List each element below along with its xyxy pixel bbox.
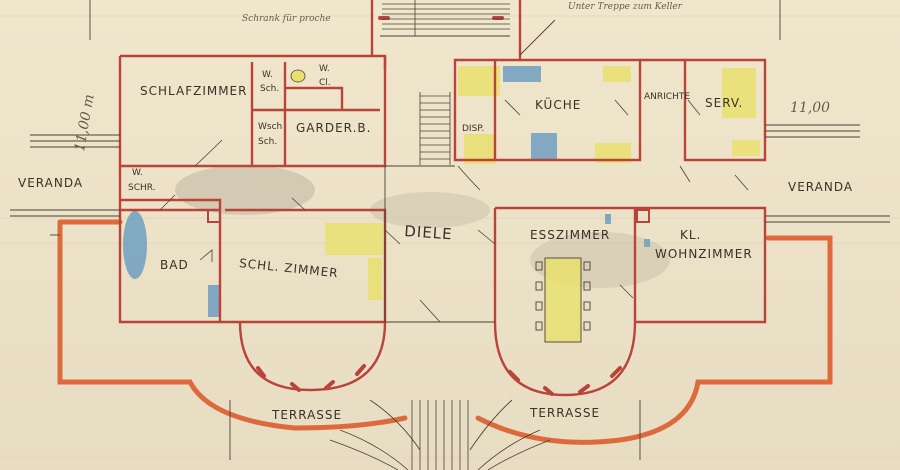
chimneys — [207, 209, 650, 223]
room-label-kl: KL. — [680, 228, 702, 242]
blue-washes — [123, 66, 650, 317]
stairs-top — [382, 0, 510, 36]
room-label-wohnzimmer: WOHNZIMMER — [655, 247, 753, 261]
room-label-esszimmer: ESSZIMMER — [530, 228, 611, 242]
room-label-garderobe: GARDER.B. — [296, 121, 372, 135]
room-label-schlafzimmer: SCHLAFZIMMER — [140, 84, 248, 98]
room-label-wcl-2: Cl. — [319, 78, 331, 88]
label-veranda-right: VERANDA — [788, 180, 854, 194]
room-label-wschr-2: SCHR. — [128, 183, 156, 193]
label-terrasse-right: TERRASSE — [530, 406, 601, 420]
room-label-wcl: W. — [319, 64, 330, 74]
room-label-bad: BAD — [160, 258, 189, 272]
room-label-sch-small: Sch. — [258, 137, 278, 147]
room-label-serv: SERV. — [705, 96, 744, 110]
room-label-wsch-small: Wsch — [258, 122, 283, 132]
pencil-lines — [10, 0, 890, 460]
label-veranda-left: VERANDA — [18, 176, 84, 190]
room-label-anrichte: ANRICHTE — [644, 92, 691, 102]
room-label-kueche: KÜCHE — [535, 98, 582, 112]
label-terrasse-left: TERRASSE — [272, 408, 343, 422]
dining-table — [535, 257, 591, 343]
room-label-wschr: W. — [132, 168, 143, 178]
door-swings — [159, 99, 749, 323]
room-label-diele: DIELE — [403, 222, 454, 244]
note-schrank: Schrank für proche — [242, 14, 331, 24]
paper-rules — [0, 15, 900, 459]
dimension-right: 11,00 — [790, 100, 831, 116]
note-treppe: Unter Treppe zum Keller — [568, 2, 682, 12]
terrace-outline — [57, 219, 833, 445]
bay-windows — [238, 321, 637, 397]
room-label-wsch-2: Sch. — [260, 84, 280, 94]
interior-stair — [419, 92, 451, 165]
wc-bowl — [290, 69, 306, 83]
window-marks — [256, 16, 622, 396]
terrace-steps — [329, 400, 551, 470]
room-label-disp: DISP. — [462, 124, 485, 134]
exterior-walls — [118, 0, 767, 324]
room-label-wsch: W. — [262, 70, 273, 80]
